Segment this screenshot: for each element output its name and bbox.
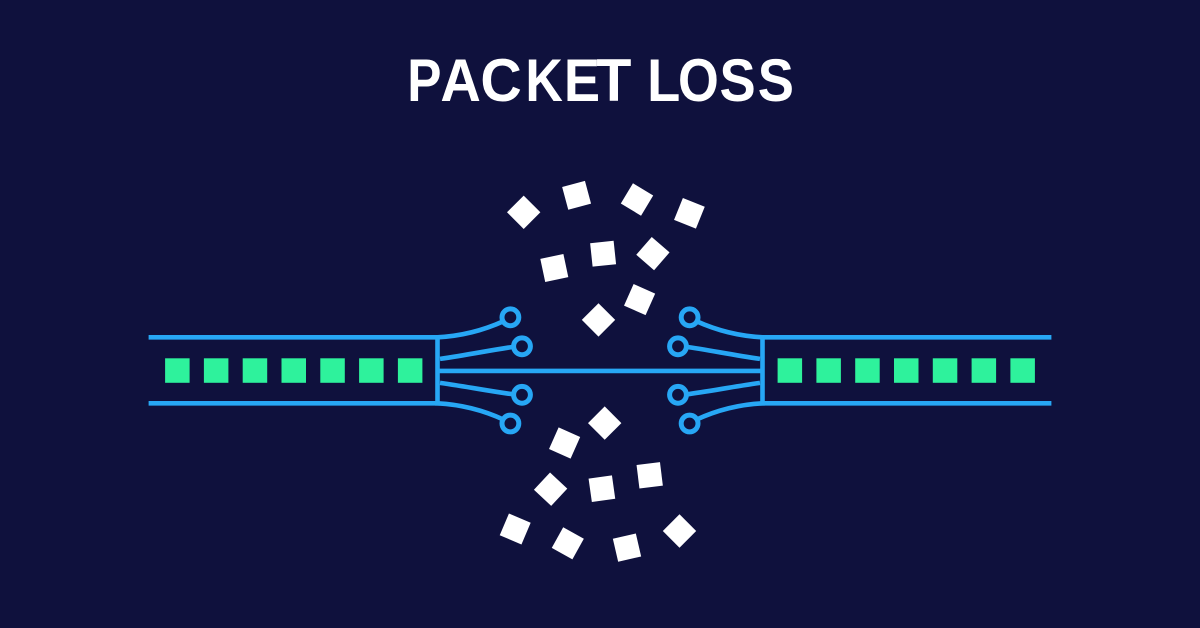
svg-text:L: L [647, 47, 680, 114]
svg-text:E: E [564, 47, 600, 114]
svg-text:S: S [758, 47, 794, 114]
svg-text:K: K [525, 46, 563, 114]
svg-text:P: P [407, 46, 441, 114]
svg-text:A: A [440, 47, 480, 114]
svg-text:T: T [596, 48, 631, 115]
svg-text:O: O [678, 47, 719, 114]
svg-text:C: C [480, 48, 521, 115]
svg-text:S: S [719, 47, 755, 114]
